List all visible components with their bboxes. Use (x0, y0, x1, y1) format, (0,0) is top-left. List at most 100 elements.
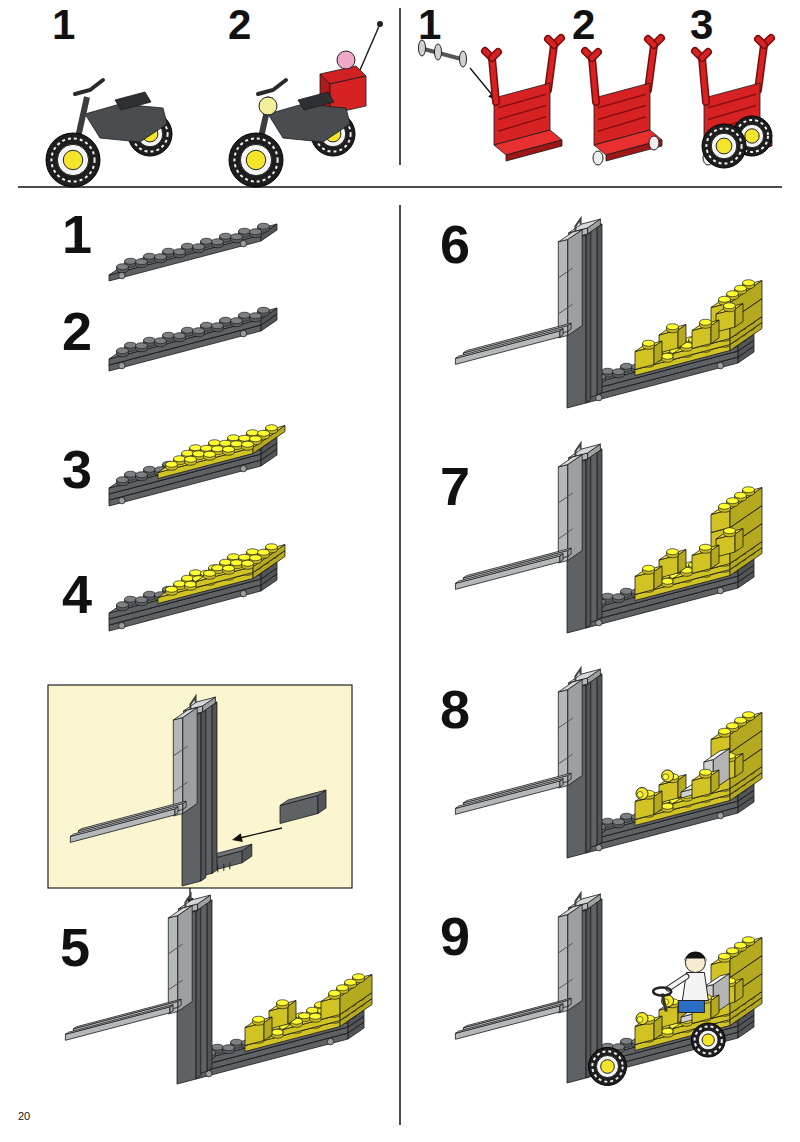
model-step (109, 223, 277, 281)
inset-parts (70, 697, 326, 906)
stud (643, 565, 655, 571)
minifig-head (685, 953, 705, 973)
brick-face (65, 1007, 169, 1041)
brick-face (109, 579, 261, 625)
stud (136, 259, 148, 265)
step-number: 7 (440, 459, 470, 513)
brick-face (109, 437, 277, 488)
stud (700, 769, 712, 775)
brick-face (558, 690, 568, 789)
grille-line (229, 862, 230, 869)
headlight (636, 1013, 648, 1025)
stud (136, 343, 148, 349)
small-wheel (649, 136, 659, 150)
axle-pin (717, 362, 723, 368)
truck-post (758, 39, 764, 45)
stud (220, 440, 232, 446)
stud (212, 1044, 224, 1050)
headlight (637, 792, 643, 798)
truck-post (702, 58, 706, 102)
stud (182, 450, 194, 456)
model-step (455, 444, 762, 633)
model-step (455, 669, 762, 858)
brick-face (245, 1017, 272, 1028)
brick-face (586, 796, 754, 847)
brick-face (173, 708, 197, 721)
brick-face (558, 239, 568, 338)
brick-face (635, 566, 662, 577)
stud (144, 466, 156, 472)
stud (242, 560, 254, 566)
stud (185, 456, 197, 462)
truck-post (492, 58, 496, 102)
carriage-bar (558, 304, 572, 314)
brick-face (730, 488, 762, 528)
truck-post (702, 52, 708, 58)
stud (239, 228, 251, 234)
brick-face (568, 455, 582, 561)
wheel-rim (240, 144, 271, 175)
brick-face (635, 791, 662, 802)
brick-face (178, 906, 192, 1012)
small-wheel (593, 151, 603, 165)
divider-line (399, 8, 401, 165)
brick-face (109, 454, 261, 500)
brick-face (109, 449, 277, 500)
brick-face (340, 975, 372, 1015)
stud (193, 244, 205, 250)
truck-post (592, 52, 598, 58)
headlight (637, 1017, 643, 1023)
axle-pin (119, 362, 125, 368)
headlight (663, 774, 669, 780)
stud (613, 369, 625, 375)
brick-face (558, 680, 582, 693)
brick-face (597, 449, 602, 620)
stud (231, 560, 243, 566)
stud (212, 239, 224, 245)
stud (201, 322, 213, 328)
carriage-bar (558, 754, 572, 764)
stud (231, 1039, 243, 1045)
brick-face (455, 329, 563, 359)
brick-face (704, 749, 730, 763)
stud (223, 1045, 235, 1051)
stud (250, 313, 262, 319)
brick-face (568, 680, 582, 786)
stud (258, 223, 270, 229)
brick-face (455, 779, 563, 809)
brick-face (196, 545, 285, 582)
model-step (455, 219, 762, 408)
stud (228, 554, 240, 560)
stud (735, 717, 747, 723)
truck-post (758, 39, 764, 45)
motorcycle-frame (268, 104, 350, 142)
inset-panel (48, 685, 352, 888)
stud (700, 319, 712, 325)
stud (239, 554, 251, 560)
truck-slat (498, 94, 546, 108)
hand-truck (695, 38, 772, 168)
tyre-tread (234, 138, 277, 181)
stud (204, 570, 216, 576)
stud (299, 1013, 311, 1019)
brick-face (586, 232, 591, 403)
stud (727, 291, 739, 297)
handlebar (75, 80, 103, 94)
stud (220, 317, 232, 323)
brick-face (711, 713, 762, 740)
headlight (662, 770, 674, 782)
wheel-rim (57, 144, 88, 175)
tyre (702, 124, 746, 168)
stud (174, 456, 186, 462)
stud (231, 318, 243, 324)
antenna-tip (377, 21, 383, 27)
brick-face (586, 457, 591, 628)
brick-face (558, 230, 582, 242)
grille-line (223, 864, 224, 871)
brick-face (173, 718, 183, 817)
stud (166, 586, 178, 592)
minifig-arm (668, 977, 686, 989)
truck-slat (498, 117, 546, 132)
axle-part (419, 40, 498, 101)
brick-face (109, 448, 261, 494)
